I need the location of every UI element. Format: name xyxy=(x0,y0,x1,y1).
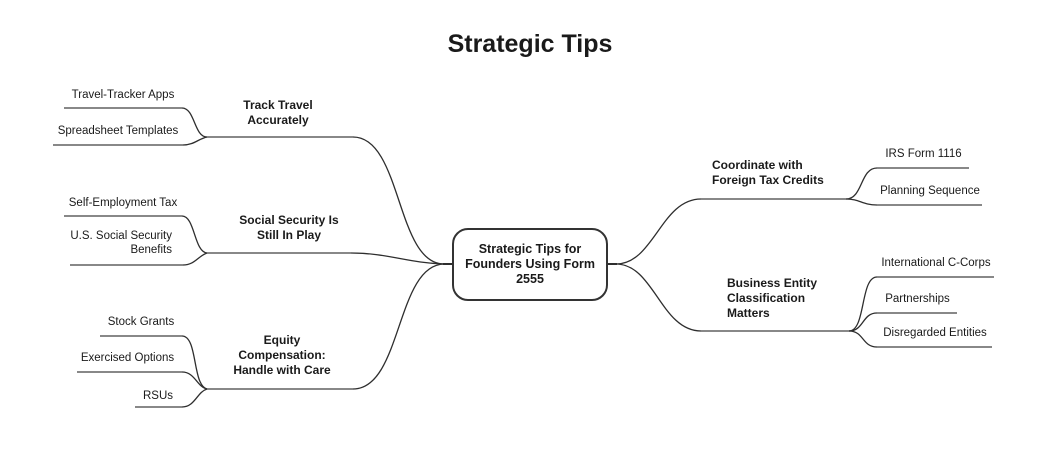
curve-branch-to-partnerships xyxy=(848,312,878,332)
branch-coordinate-foreign-tax-credits: Coordinate with Foreign Tax Credits xyxy=(712,158,824,187)
curve-root-to-coordinate xyxy=(615,198,702,265)
curve-rsus-to-branch xyxy=(181,388,208,408)
curve-spreadsheet-to-branch xyxy=(182,136,208,146)
curve-branch-to-irs xyxy=(845,167,878,200)
branch-equity-compensation: Equity Compensation: Handle with Care xyxy=(233,333,331,377)
curve-stock-grants-to-branch xyxy=(181,335,208,390)
curve-branch-to-international xyxy=(848,276,878,332)
curve-equity-to-root xyxy=(352,263,445,390)
leaf-spreadsheet-templates: Spreadsheet Templates xyxy=(57,125,179,137)
diagram-title: Strategic Tips xyxy=(447,30,613,58)
curve-travel-apps-to-branch xyxy=(181,107,208,138)
branch-social-security: Social Security Is Still In Play xyxy=(239,213,339,242)
curve-self-employment-to-branch xyxy=(181,215,208,254)
curve-root-to-business xyxy=(615,263,702,332)
leaf-rsus: RSUs xyxy=(142,390,174,402)
branch-business-entity-classification: Business Entity Classification Matters xyxy=(727,276,818,320)
leaf-stock-grants: Stock Grants xyxy=(107,316,175,328)
curve-exercised-options-to-branch xyxy=(181,371,208,390)
leaf-international-c-corps: International C-Corps xyxy=(881,257,991,269)
curve-track-travel-to-root xyxy=(352,136,445,265)
curve-branch-to-planning xyxy=(845,198,878,206)
leaf-planning-sequence: Planning Sequence xyxy=(880,185,980,197)
branch-track-travel: Track Travel Accurately xyxy=(243,98,313,127)
curve-benefits-to-branch xyxy=(182,252,208,266)
leaf-self-employment-tax: Self-Employment Tax xyxy=(68,197,178,209)
leaf-irs-form-1116: IRS Form 1116 xyxy=(885,148,962,160)
leaf-us-social-security-benefits: U.S. Social Security Benefits xyxy=(70,230,172,256)
node-underlines xyxy=(53,107,994,408)
leaf-travel-tracker-apps: Travel-Tracker Apps xyxy=(71,89,175,101)
leaf-partnerships: Partnerships xyxy=(885,293,950,305)
leaf-disregarded-entities: Disregarded Entities xyxy=(883,327,987,339)
leaf-exercised-options: Exercised Options xyxy=(80,352,175,364)
connector-curves xyxy=(181,107,878,408)
root-node: Strategic Tips for Founders Using Form 2… xyxy=(452,228,608,301)
curve-social-security-to-root xyxy=(350,252,445,265)
curve-branch-to-disregarded xyxy=(848,330,878,348)
